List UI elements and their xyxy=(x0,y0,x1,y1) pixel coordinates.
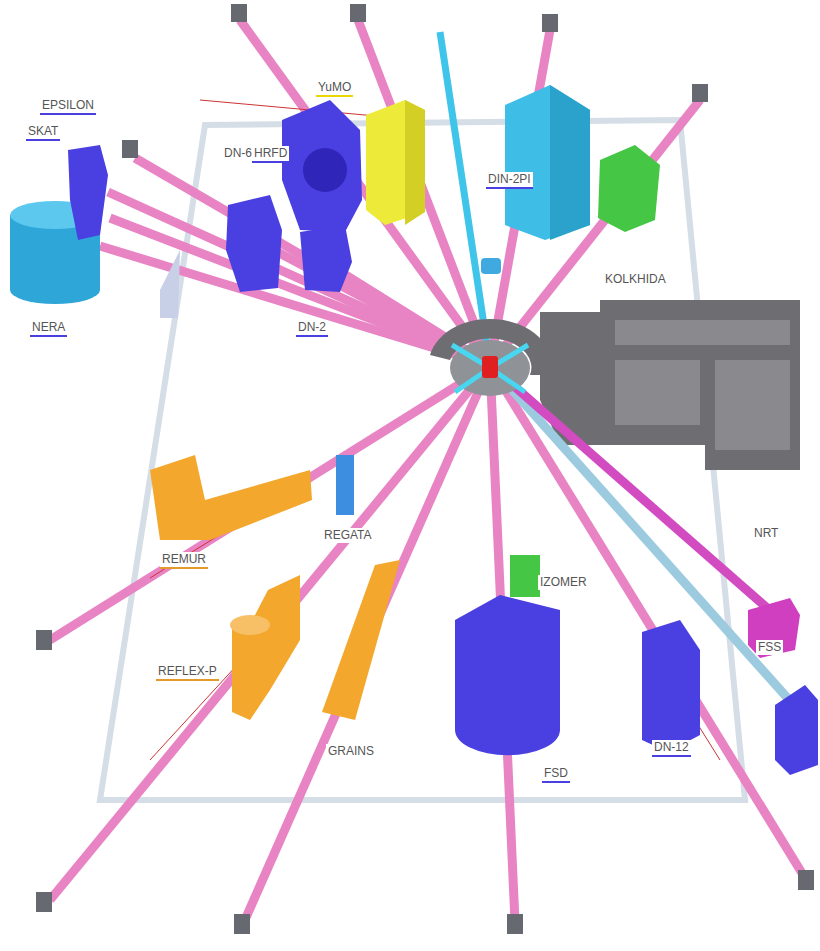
instrument-label: EPSILON xyxy=(40,98,96,115)
hall-frame xyxy=(100,120,745,800)
instrument-label: NERA xyxy=(30,320,67,337)
beam-lines xyxy=(50,20,805,922)
instrument-label: REMUR xyxy=(160,552,208,569)
building-room xyxy=(615,320,790,345)
building-room xyxy=(615,360,700,425)
instrument-label: DN-2 xyxy=(296,320,328,337)
instruments xyxy=(10,85,818,775)
instrument-label: FSD xyxy=(542,766,570,783)
instrument-label: KOLKHIDA xyxy=(603,272,668,287)
moderator-channels xyxy=(452,345,528,392)
beam-line xyxy=(440,32,490,365)
instrument-label: SKAT xyxy=(26,124,60,141)
reactor-core xyxy=(482,356,498,378)
instrument-label: DN-12 xyxy=(652,740,691,757)
laser-lines xyxy=(150,100,720,760)
beam-stops xyxy=(36,4,814,934)
instrument-label: IZOMER xyxy=(538,575,589,590)
instrument-label: DIN-2PI xyxy=(486,172,533,189)
instrument-label: NRT xyxy=(752,526,780,541)
instrument-label: YuMO xyxy=(316,80,353,97)
building-room xyxy=(715,360,790,450)
reactor-core-area xyxy=(450,340,530,396)
instrument-label: GRAINS xyxy=(326,744,376,759)
instrument-label: REFLEX-P xyxy=(156,664,219,681)
instrument-label: FSS xyxy=(756,640,783,655)
instrument-label: DN-6 xyxy=(222,146,254,161)
beam-line xyxy=(490,365,775,615)
instrument-label: REGATA xyxy=(322,528,374,543)
instrument-label: HRFD xyxy=(252,146,289,163)
